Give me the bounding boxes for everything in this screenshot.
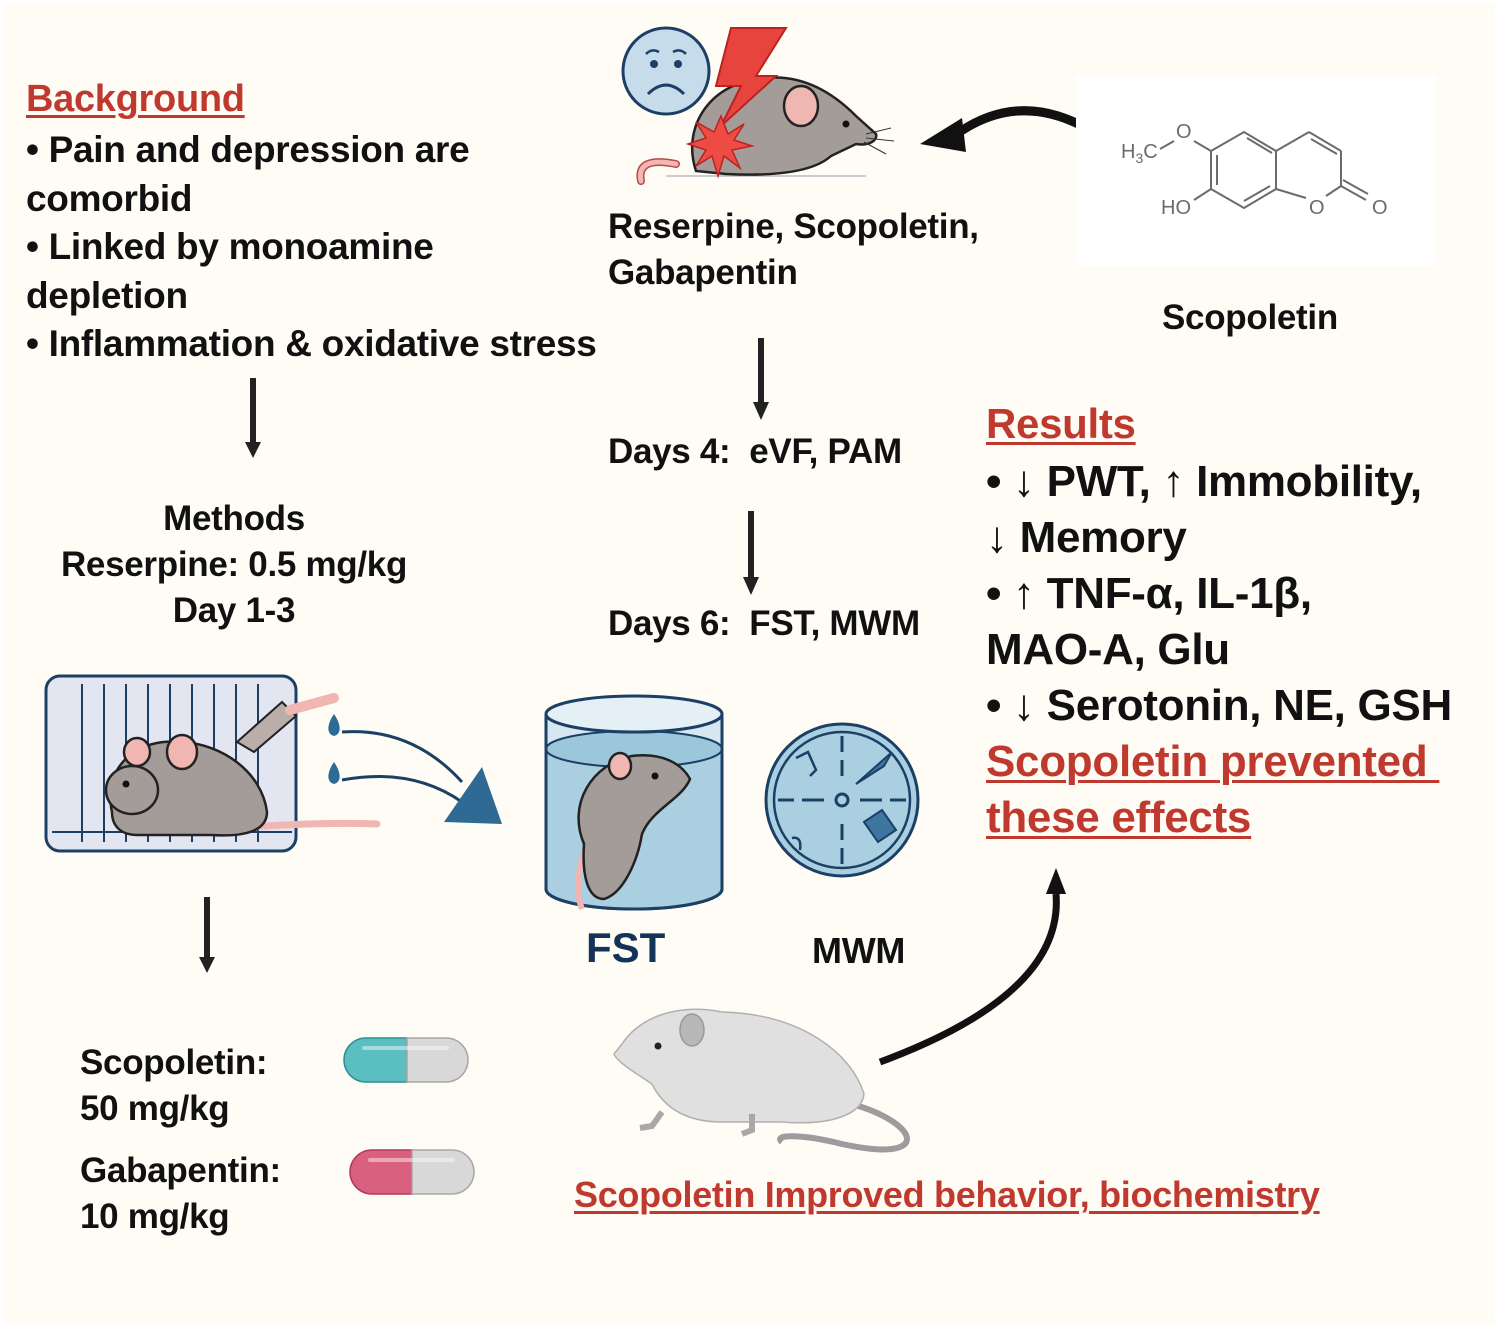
background-point: • Inflammation & oxidative stress xyxy=(26,323,597,364)
background-list: • Pain and depression are comorbid • Lin… xyxy=(26,126,666,369)
lightning-bolt-icon xyxy=(714,27,788,127)
result-line: ↓ Memory xyxy=(986,513,1187,562)
compound-name: Scopoletin xyxy=(1162,298,1338,337)
pain-burst-icon xyxy=(685,114,755,179)
results-conclusion: Scopoletin prevented these effects xyxy=(986,734,1439,846)
background-point: • Pain and depression are xyxy=(26,129,470,170)
timeline-day4: Days 4: eVF, PAM xyxy=(608,432,902,471)
curved-arrow-to-results xyxy=(878,868,1066,1066)
pain-depression-mouse-illustration xyxy=(621,26,895,185)
arrowhead-icon xyxy=(1046,868,1066,894)
methods-days: Day 1-3 xyxy=(172,591,296,630)
mouse-ear-icon xyxy=(122,736,152,768)
dose-amount: 50 mg/kg xyxy=(80,1089,230,1128)
conclusion-line: these effects xyxy=(986,793,1252,842)
mouse-ear-icon xyxy=(607,751,633,781)
arrowhead-icon xyxy=(920,118,966,152)
gabapentin-dose: Gabapentin: 10 mg/kg xyxy=(80,1148,281,1240)
sad-face-icon xyxy=(621,26,711,116)
result-line: • ↓ Serotonin, NE, GSH xyxy=(986,681,1452,730)
results-heading: Results xyxy=(986,400,1136,447)
background-heading: Background xyxy=(26,78,245,120)
syringe-icon xyxy=(235,700,298,754)
dose-drug-name: Scopoletin: xyxy=(80,1043,268,1082)
hydroxyl-label: HO xyxy=(1161,197,1191,219)
mouse-eye-icon xyxy=(651,772,659,780)
background-point: • Linked by monoamine xyxy=(26,226,434,267)
outcome-statement: Scopoletin Improved behavior, biochemist… xyxy=(574,1174,1320,1215)
mouse-eye-icon xyxy=(122,780,130,788)
down-arrow-icon xyxy=(199,897,215,973)
chemical-structure-panel: H3C O HO O O xyxy=(1076,76,1436,266)
scopoletin-dose: Scopoletin: 50 mg/kg xyxy=(80,1040,268,1132)
carbonyl-oxygen-label: O xyxy=(1372,197,1388,219)
treatment-label: Reserpine, Scopoletin, Gabapentin xyxy=(608,204,979,296)
healthy-mouse-illustration xyxy=(613,1008,910,1153)
results-list: • ↓ PWT, ↑ Immobility, ↓ Memory • ↑ TNF-… xyxy=(986,454,1452,734)
methods-block: Methods Reserpine: 0.5 mg/kg Day 1-3 xyxy=(34,496,434,634)
background-point: depletion xyxy=(26,274,188,316)
result-line: MAO-A, Glu xyxy=(986,625,1230,674)
conclusion-line: Scopoletin prevented xyxy=(986,737,1440,786)
treatment-line: Gabapentin xyxy=(608,253,798,292)
morris-water-maze-icon xyxy=(764,722,920,878)
result-line: • ↑ TNF-α, IL-1β, xyxy=(986,569,1312,618)
droplet-icon xyxy=(328,762,340,784)
ring-oxygen-label: O xyxy=(1309,197,1325,219)
treatment-line: Reserpine, Scopoletin, xyxy=(608,207,979,246)
platform-icon xyxy=(834,792,850,808)
down-arrow-icon xyxy=(245,378,261,458)
mouse-ear-icon xyxy=(679,1013,705,1047)
methoxy-oxygen-label: O xyxy=(1176,121,1192,143)
pink-capsule-icon xyxy=(349,1149,475,1195)
background-point: comorbid xyxy=(26,177,193,219)
mouse-body-icon xyxy=(613,1008,865,1124)
down-arrow-icon xyxy=(743,511,759,595)
timeline-day6: Days 6: FST, MWM xyxy=(608,604,920,643)
mouse-eye-icon xyxy=(842,120,850,128)
down-arrow-icon xyxy=(753,338,769,420)
cylinder-rim xyxy=(544,694,724,734)
mouse-tail xyxy=(248,819,381,831)
cage-injection-illustration xyxy=(44,674,502,853)
result-line: • ↓ PWT, ↑ Immobility, xyxy=(986,457,1422,506)
scopoletin-structure-icon: H3C O HO O O xyxy=(1121,121,1388,219)
teal-capsule-icon xyxy=(343,1037,469,1083)
mwm-label: MWM xyxy=(812,930,906,971)
arrowhead-icon xyxy=(444,767,502,824)
mouse-ear-icon xyxy=(782,84,820,128)
methods-title: Methods xyxy=(163,499,305,538)
dose-amount: 10 mg/kg xyxy=(80,1197,230,1236)
mouse-tail xyxy=(777,1101,910,1153)
droplet-icon xyxy=(328,714,340,736)
dose-drug-name: Gabapentin: xyxy=(80,1151,281,1190)
mouse-eye-icon xyxy=(654,1042,662,1050)
methoxy-label: H3C xyxy=(1121,141,1158,166)
fst-label: FST xyxy=(586,924,666,971)
methods-reserpine: Reserpine: 0.5 mg/kg xyxy=(60,545,408,584)
forced-swim-test-illustration xyxy=(544,694,724,911)
mouse-body-icon xyxy=(577,753,692,901)
